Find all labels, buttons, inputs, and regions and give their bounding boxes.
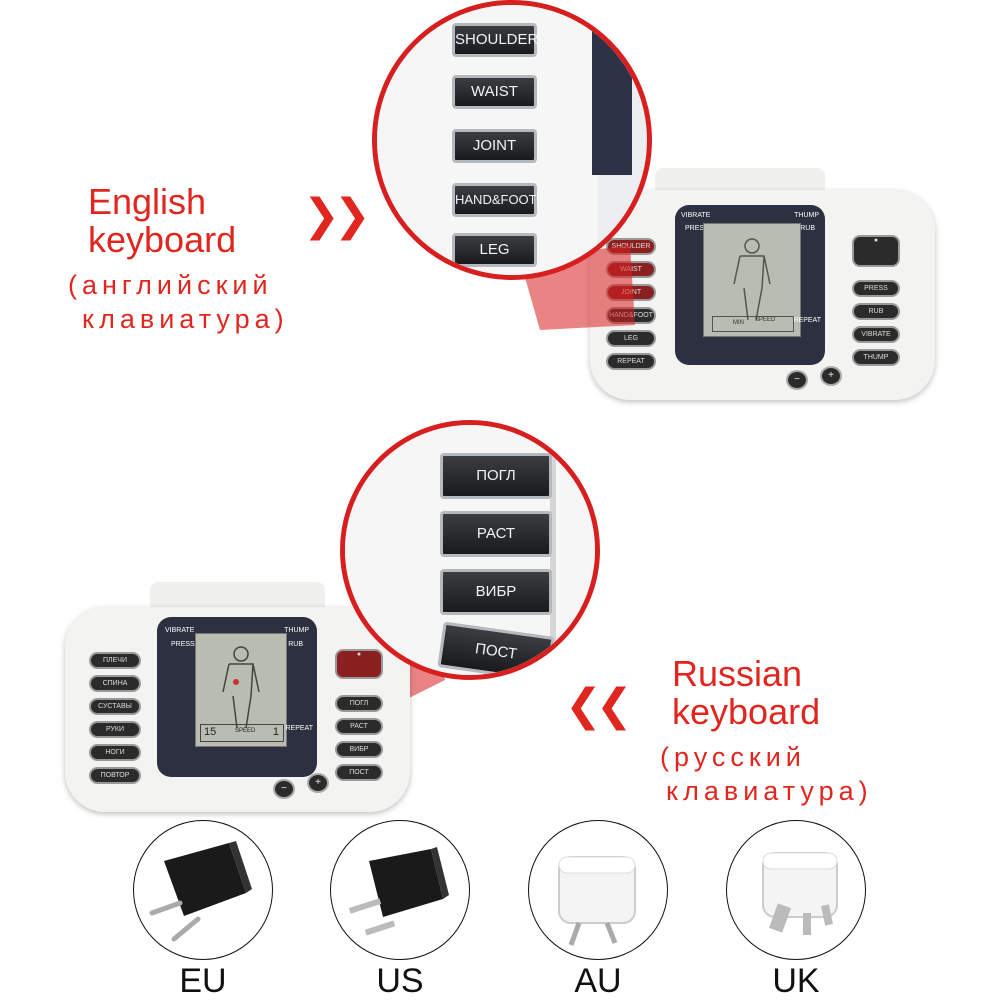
- device-btn-leg[interactable]: LEG: [606, 330, 656, 347]
- russian-caption: Russian keyboard: [672, 655, 820, 731]
- device-btn-legs[interactable]: НОГИ: [89, 744, 141, 761]
- arrow-left-icon[interactable]: −: [786, 370, 808, 390]
- us-plug-icon: [348, 847, 449, 936]
- lcd-level: 1: [272, 726, 279, 738]
- adapter-label-au: AU: [574, 962, 622, 1000]
- zoom-key-stretch[interactable]: РАСТ: [440, 511, 552, 557]
- adapter-label-eu: EU: [179, 962, 227, 1000]
- au-plug-circle: [528, 820, 668, 960]
- english-caption-ru-line2: клавиатура): [82, 304, 289, 334]
- chevron-right-icon: ❯❯: [303, 191, 371, 240]
- device-btn-thump[interactable]: THUMP: [852, 349, 900, 366]
- eu-plug-circle: [133, 820, 273, 960]
- lcd-label-vibrate: VIBRATE: [165, 627, 195, 634]
- device-btn-joints[interactable]: СУСТАВЫ: [89, 698, 141, 715]
- lcd-label-speed: SPEED: [755, 317, 776, 323]
- us-plug-circle: [330, 820, 470, 960]
- russian-display-bezel: VIBRATE PRESS THUMP RUB 15 SPEED 1 REPEA…: [157, 617, 317, 777]
- russian-caption-ru-line1: (русский: [660, 742, 806, 772]
- zoom-key-vibrate[interactable]: ВИБР: [440, 569, 552, 615]
- lcd-label-thump: THUMP: [284, 627, 309, 634]
- lcd-label-min: MIN: [733, 320, 744, 326]
- chevron-left-icon: ❮❮: [565, 681, 633, 730]
- eu-plug-icon: [149, 841, 252, 942]
- uk-plug-icon: [762, 852, 838, 935]
- zoom-key-leg[interactable]: LEG: [452, 233, 537, 267]
- adapter-label-uk: UK: [772, 962, 820, 1000]
- device-btn-vibrate[interactable]: ВИБР: [335, 741, 383, 758]
- russian-caption-ru: (русский клавиатура): [660, 740, 873, 808]
- english-caption: English keyboard: [88, 183, 236, 259]
- lcd-label-rub: RUB: [800, 225, 815, 232]
- russian-lcd: 15 SPEED 1: [195, 633, 287, 747]
- english-device: VIBRATE PRESS THUMP RUB MIN SPEED REPEAT…: [590, 190, 935, 400]
- zoom-key-shoulder[interactable]: SHOULDER: [452, 23, 538, 57]
- zoom-key-handfoot[interactable]: HAND&FOOT: [452, 183, 537, 217]
- russian-zoom-circle: ПОГЛ РАСТ ВИБР ПОСТ: [340, 420, 600, 680]
- arrow-right-icon[interactable]: +: [820, 366, 842, 386]
- russian-caption-line1: Russian: [672, 653, 803, 694]
- device-btn-hands[interactable]: РУКИ: [89, 721, 141, 738]
- lcd-label-rub: RUB: [288, 641, 303, 648]
- arrow-right-icon[interactable]: +: [307, 773, 329, 793]
- device-btn-rub[interactable]: RUB: [852, 303, 900, 320]
- english-caption-ru: (английский клавиатура): [68, 268, 289, 336]
- power-icon[interactable]: ●: [852, 235, 900, 267]
- human-body-icon: [733, 238, 771, 321]
- english-lcd: MIN SPEED: [703, 223, 801, 337]
- device-btn-vibrate[interactable]: VIBRATE: [852, 326, 900, 343]
- english-zoom-circle: SHOULDER WAIST JOINT HAND&FOOT LEG: [372, 0, 652, 280]
- device-btn-shoulders[interactable]: ПЛЕЧИ: [89, 652, 141, 669]
- lcd-label-speed: SPEED: [235, 728, 256, 734]
- zoom-key-joint[interactable]: JOINT: [452, 129, 537, 163]
- device-btn-tap[interactable]: ПОСТ: [335, 764, 383, 781]
- device-btn-press[interactable]: PRESS: [852, 280, 900, 297]
- device-btn-repeat[interactable]: REPEAT: [606, 353, 656, 370]
- adapter-label-us: US: [376, 962, 424, 1000]
- lcd-label-thump: THUMP: [794, 212, 819, 219]
- russian-caption-line2: keyboard: [672, 691, 821, 732]
- english-caption-ru-line1: (английский: [68, 270, 273, 300]
- uk-plug-circle: [726, 820, 866, 960]
- english-caption-line1: English: [88, 181, 207, 222]
- russian-caption-ru-line2: клавиатура): [666, 776, 873, 806]
- arrow-left-icon[interactable]: −: [273, 779, 295, 799]
- lcd-label-press: PRESS: [685, 225, 709, 232]
- lcd-label-repeat: REPEAT: [793, 317, 822, 324]
- device-btn-stroke[interactable]: ПОГЛ: [335, 695, 383, 712]
- device-btn-repeat[interactable]: ПОВТОР: [89, 767, 141, 784]
- lcd-label-vibrate: VIBRATE: [681, 212, 711, 219]
- lcd-readout: 15: [204, 726, 217, 738]
- zoom-key-waist[interactable]: WAIST: [452, 75, 537, 109]
- english-display-bezel: VIBRATE PRESS THUMP RUB MIN SPEED REPEAT: [675, 205, 825, 365]
- english-caption-line2: keyboard: [88, 219, 237, 260]
- zoom-key-stroke[interactable]: ПОГЛ: [440, 453, 552, 499]
- device-btn-stretch[interactable]: РАСТ: [335, 718, 383, 735]
- lcd-label-repeat: REPEAT: [285, 725, 314, 732]
- au-plug-icon: [558, 856, 636, 946]
- device-btn-back[interactable]: СПИНА: [89, 675, 141, 692]
- human-body-icon: [222, 646, 260, 729]
- lcd-label-press: PRESS: [171, 641, 195, 648]
